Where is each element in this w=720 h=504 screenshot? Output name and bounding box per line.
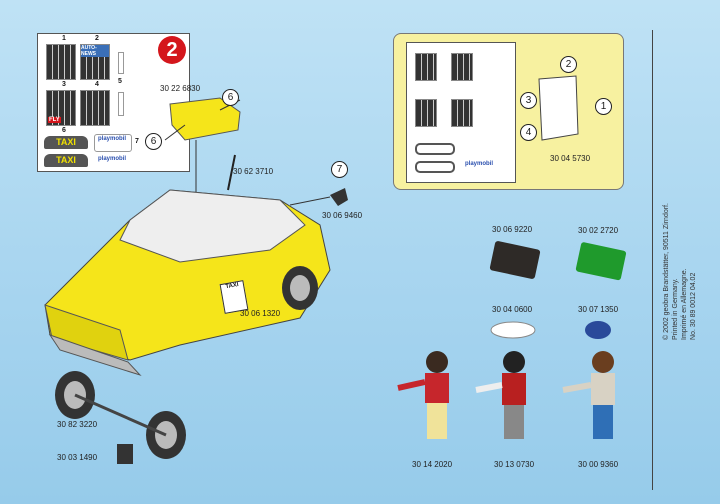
copyright-text: © 2002 geobra Brandstätter, 90511 Zirndo… (662, 203, 698, 340)
part-number: 30 06 1320 (240, 309, 281, 318)
sticker-application-panel: playmobil 2 3 1 4 30 04 5730 (393, 33, 624, 190)
callout-1: 1 (595, 98, 612, 115)
callout-3: 3 (520, 92, 537, 109)
sticker-4 (80, 90, 110, 126)
figure-man-beige (562, 351, 615, 439)
sticker-number: 1 (62, 35, 66, 42)
sticker-4 (451, 99, 473, 127)
callout-7: 7 (331, 161, 348, 178)
sticker-5 (118, 52, 124, 74)
copyright-line: Imprimé en Allemagne. (681, 268, 688, 340)
figure-woman (397, 351, 449, 439)
step-badge: 2 (158, 36, 186, 64)
fly-text: FLY (48, 117, 61, 123)
sticker-sheet-mini: playmobil (406, 42, 516, 183)
sticker-1 (46, 44, 76, 80)
sticker-3 (415, 99, 437, 127)
part-number: 30 02 2720 (578, 226, 619, 235)
figure-man-red (475, 351, 526, 439)
sticker-2 (451, 53, 473, 81)
sticker-number: 7 (135, 138, 139, 145)
part-number: 30 62 3710 (233, 167, 274, 176)
callout-6: 6 (222, 89, 239, 106)
sticker-3: FLY (46, 90, 76, 126)
sticker-1 (415, 53, 437, 81)
taxi-sticker: TAXI (44, 154, 88, 167)
sheet-part-icon (538, 75, 579, 141)
sticker-number: 3 (62, 81, 66, 88)
taxi-car-illustration (44, 97, 627, 464)
sticker-7: playmobil (94, 134, 132, 152)
callout-6: 6 (145, 133, 162, 150)
part-number: 30 82 3220 (57, 420, 98, 429)
divider-line (652, 30, 653, 490)
auto-news-text: AUTO-NEWS (81, 45, 109, 57)
taxi-outline (415, 143, 455, 155)
sticker-number: 5 (118, 78, 122, 85)
taxi-outline (415, 161, 455, 173)
sticker-number: 2 (95, 35, 99, 42)
sticker-5b (118, 92, 124, 116)
callout-4: 4 (520, 124, 537, 141)
part-number: 30 04 0600 (492, 305, 533, 314)
copyright-line: © 2002 geobra Brandstätter, 90511 Zirndo… (663, 203, 670, 340)
part-number: 30 06 9220 (492, 225, 533, 234)
brand-text: playmobil (98, 136, 127, 142)
brand-text: playmobil (465, 161, 494, 167)
copyright-line: Printed in Germany. (672, 278, 679, 340)
sticker-number: 4 (95, 81, 99, 88)
brand-text: playmobil (98, 156, 127, 162)
part-number: 30 13 0730 (494, 460, 535, 469)
part-number: 30 04 5730 (550, 154, 591, 163)
sticker-number: 6 (62, 127, 66, 134)
part-number: 30 14 2020 (412, 460, 453, 469)
part-number: 30 00 9360 (578, 460, 619, 469)
part-number: 30 03 1490 (57, 453, 98, 462)
part-number: 30 07 1350 (578, 305, 619, 314)
taxi-sticker: TAXI (44, 136, 88, 149)
sticker-2: AUTO-NEWS (80, 44, 110, 80)
callout-2: 2 (560, 56, 577, 73)
part-number: 30 22 6830 (160, 84, 201, 93)
copyright-line: No. 30 89 0012 04.02 (690, 272, 697, 340)
part-number: 30 06 9460 (322, 211, 363, 220)
